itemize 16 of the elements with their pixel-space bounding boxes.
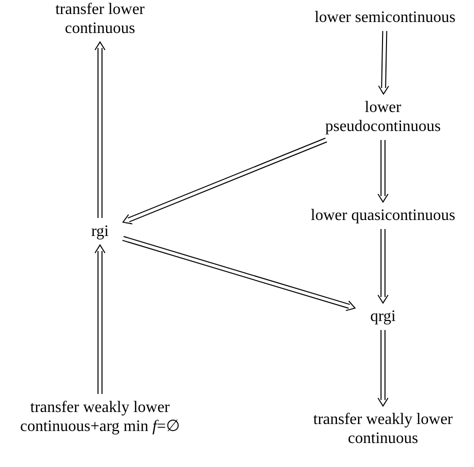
node-label: rgi (80, 222, 120, 241)
node-label: transfer lower continuous (40, 0, 160, 38)
node-label: transfer weakly lower continuous+arg min f=∅ (20, 398, 180, 436)
node-label: lower semicontinuous (295, 8, 474, 27)
double-arrow (378, 330, 388, 407)
double-arrow (94, 41, 106, 218)
double-arrow (122, 236, 356, 312)
double-arrow (378, 30, 390, 95)
node-label: lower quasicontinuous (308, 206, 458, 225)
double-arrow (378, 228, 388, 304)
double-arrow (122, 138, 328, 224)
node-label: lower pseudocontinuous (308, 98, 458, 136)
node-label: qrgi (358, 307, 408, 326)
double-arrow (94, 244, 106, 394)
node-label: transfer weakly lower continuous (303, 410, 463, 448)
double-arrow (378, 140, 388, 203)
